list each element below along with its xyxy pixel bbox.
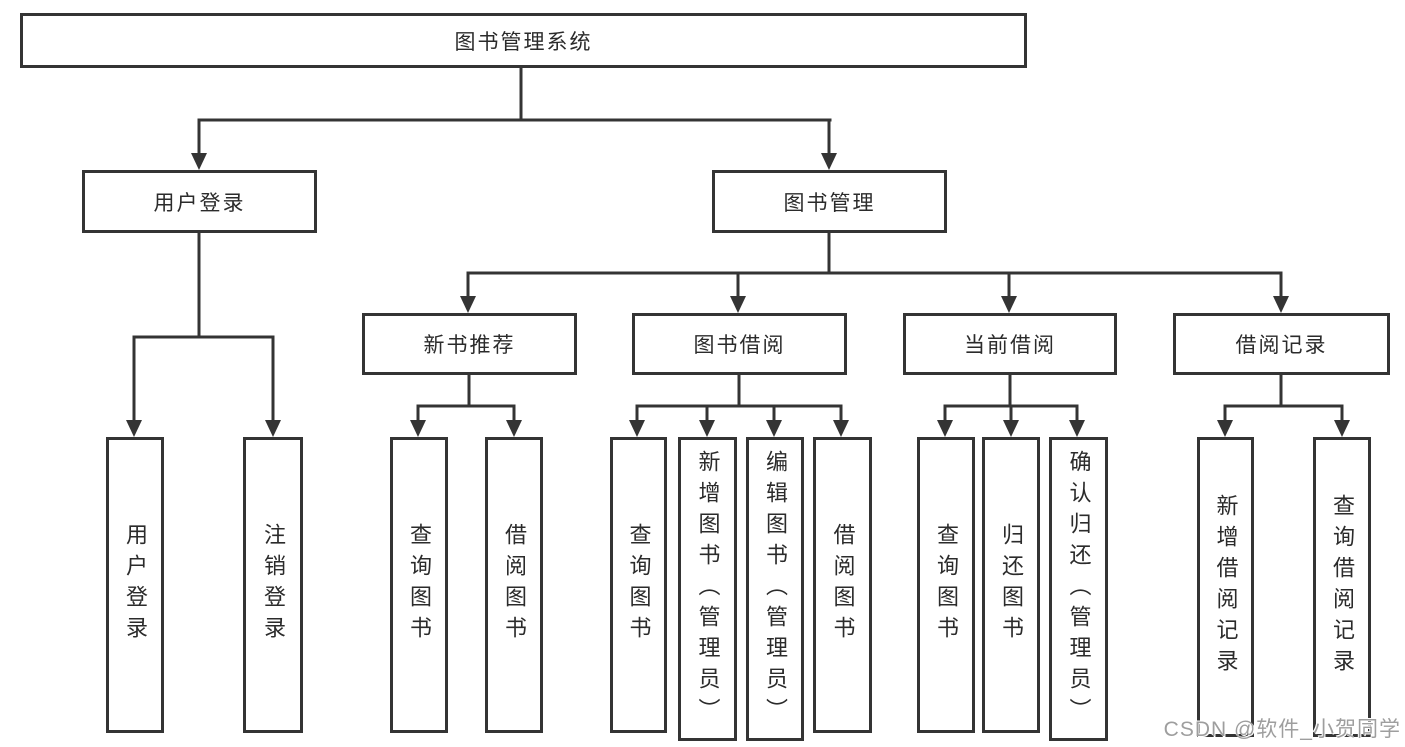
arrowhead-down-icon xyxy=(265,420,281,437)
arrowhead-down-icon xyxy=(1069,420,1085,437)
arrowhead-down-icon xyxy=(506,420,522,437)
node-current-query-books: 查询图书 xyxy=(917,437,975,733)
arrowhead-down-icon xyxy=(1003,420,1019,437)
node-records-query-borrow-record: 查询借阅记录 xyxy=(1313,437,1371,737)
node-borrowing-add-books-admin: 新增图书（管理员） xyxy=(678,437,737,741)
node-current-confirm-return-admin: 确认归还（管理员） xyxy=(1049,437,1108,741)
arrowhead-down-icon xyxy=(766,420,782,437)
arrowhead-down-icon xyxy=(191,153,207,170)
arrowhead-down-icon xyxy=(1217,420,1233,437)
node-records-add-borrow-record: 新增借阅记录 xyxy=(1197,437,1254,737)
node-login-logout: 注销登录 xyxy=(243,437,303,733)
arrowhead-down-icon xyxy=(937,420,953,437)
node-current-return-books: 归还图书 xyxy=(982,437,1040,733)
node-recommend-query-books: 查询图书 xyxy=(390,437,448,733)
node-user-login: 用户登录 xyxy=(82,170,317,233)
node-borrowing-borrow-books: 借阅图书 xyxy=(813,437,872,733)
node-new-book-recommend: 新书推荐 xyxy=(362,313,577,375)
arrowhead-down-icon xyxy=(460,296,476,313)
node-borrowing-query-books: 查询图书 xyxy=(610,437,667,733)
arrowhead-down-icon xyxy=(629,420,645,437)
arrowhead-down-icon xyxy=(410,420,426,437)
node-borrowing-edit-books-admin: 编辑图书（管理员） xyxy=(746,437,804,741)
arrowhead-down-icon xyxy=(126,420,142,437)
arrowhead-down-icon xyxy=(1001,296,1017,313)
arrowhead-down-icon xyxy=(833,420,849,437)
node-book-management: 图书管理 xyxy=(712,170,947,233)
arrowhead-down-icon xyxy=(730,296,746,313)
arrowhead-down-icon xyxy=(1273,296,1289,313)
node-recommend-borrow-books: 借阅图书 xyxy=(485,437,543,733)
arrowhead-down-icon xyxy=(1334,420,1350,437)
node-login-user-login: 用户登录 xyxy=(106,437,164,733)
arrowhead-down-icon xyxy=(821,153,837,170)
node-root: 图书管理系统 xyxy=(20,13,1027,68)
node-book-borrowing: 图书借阅 xyxy=(632,313,847,375)
node-current-borrowing: 当前借阅 xyxy=(903,313,1117,375)
node-borrowing-records: 借阅记录 xyxy=(1173,313,1390,375)
arrowhead-down-icon xyxy=(699,420,715,437)
